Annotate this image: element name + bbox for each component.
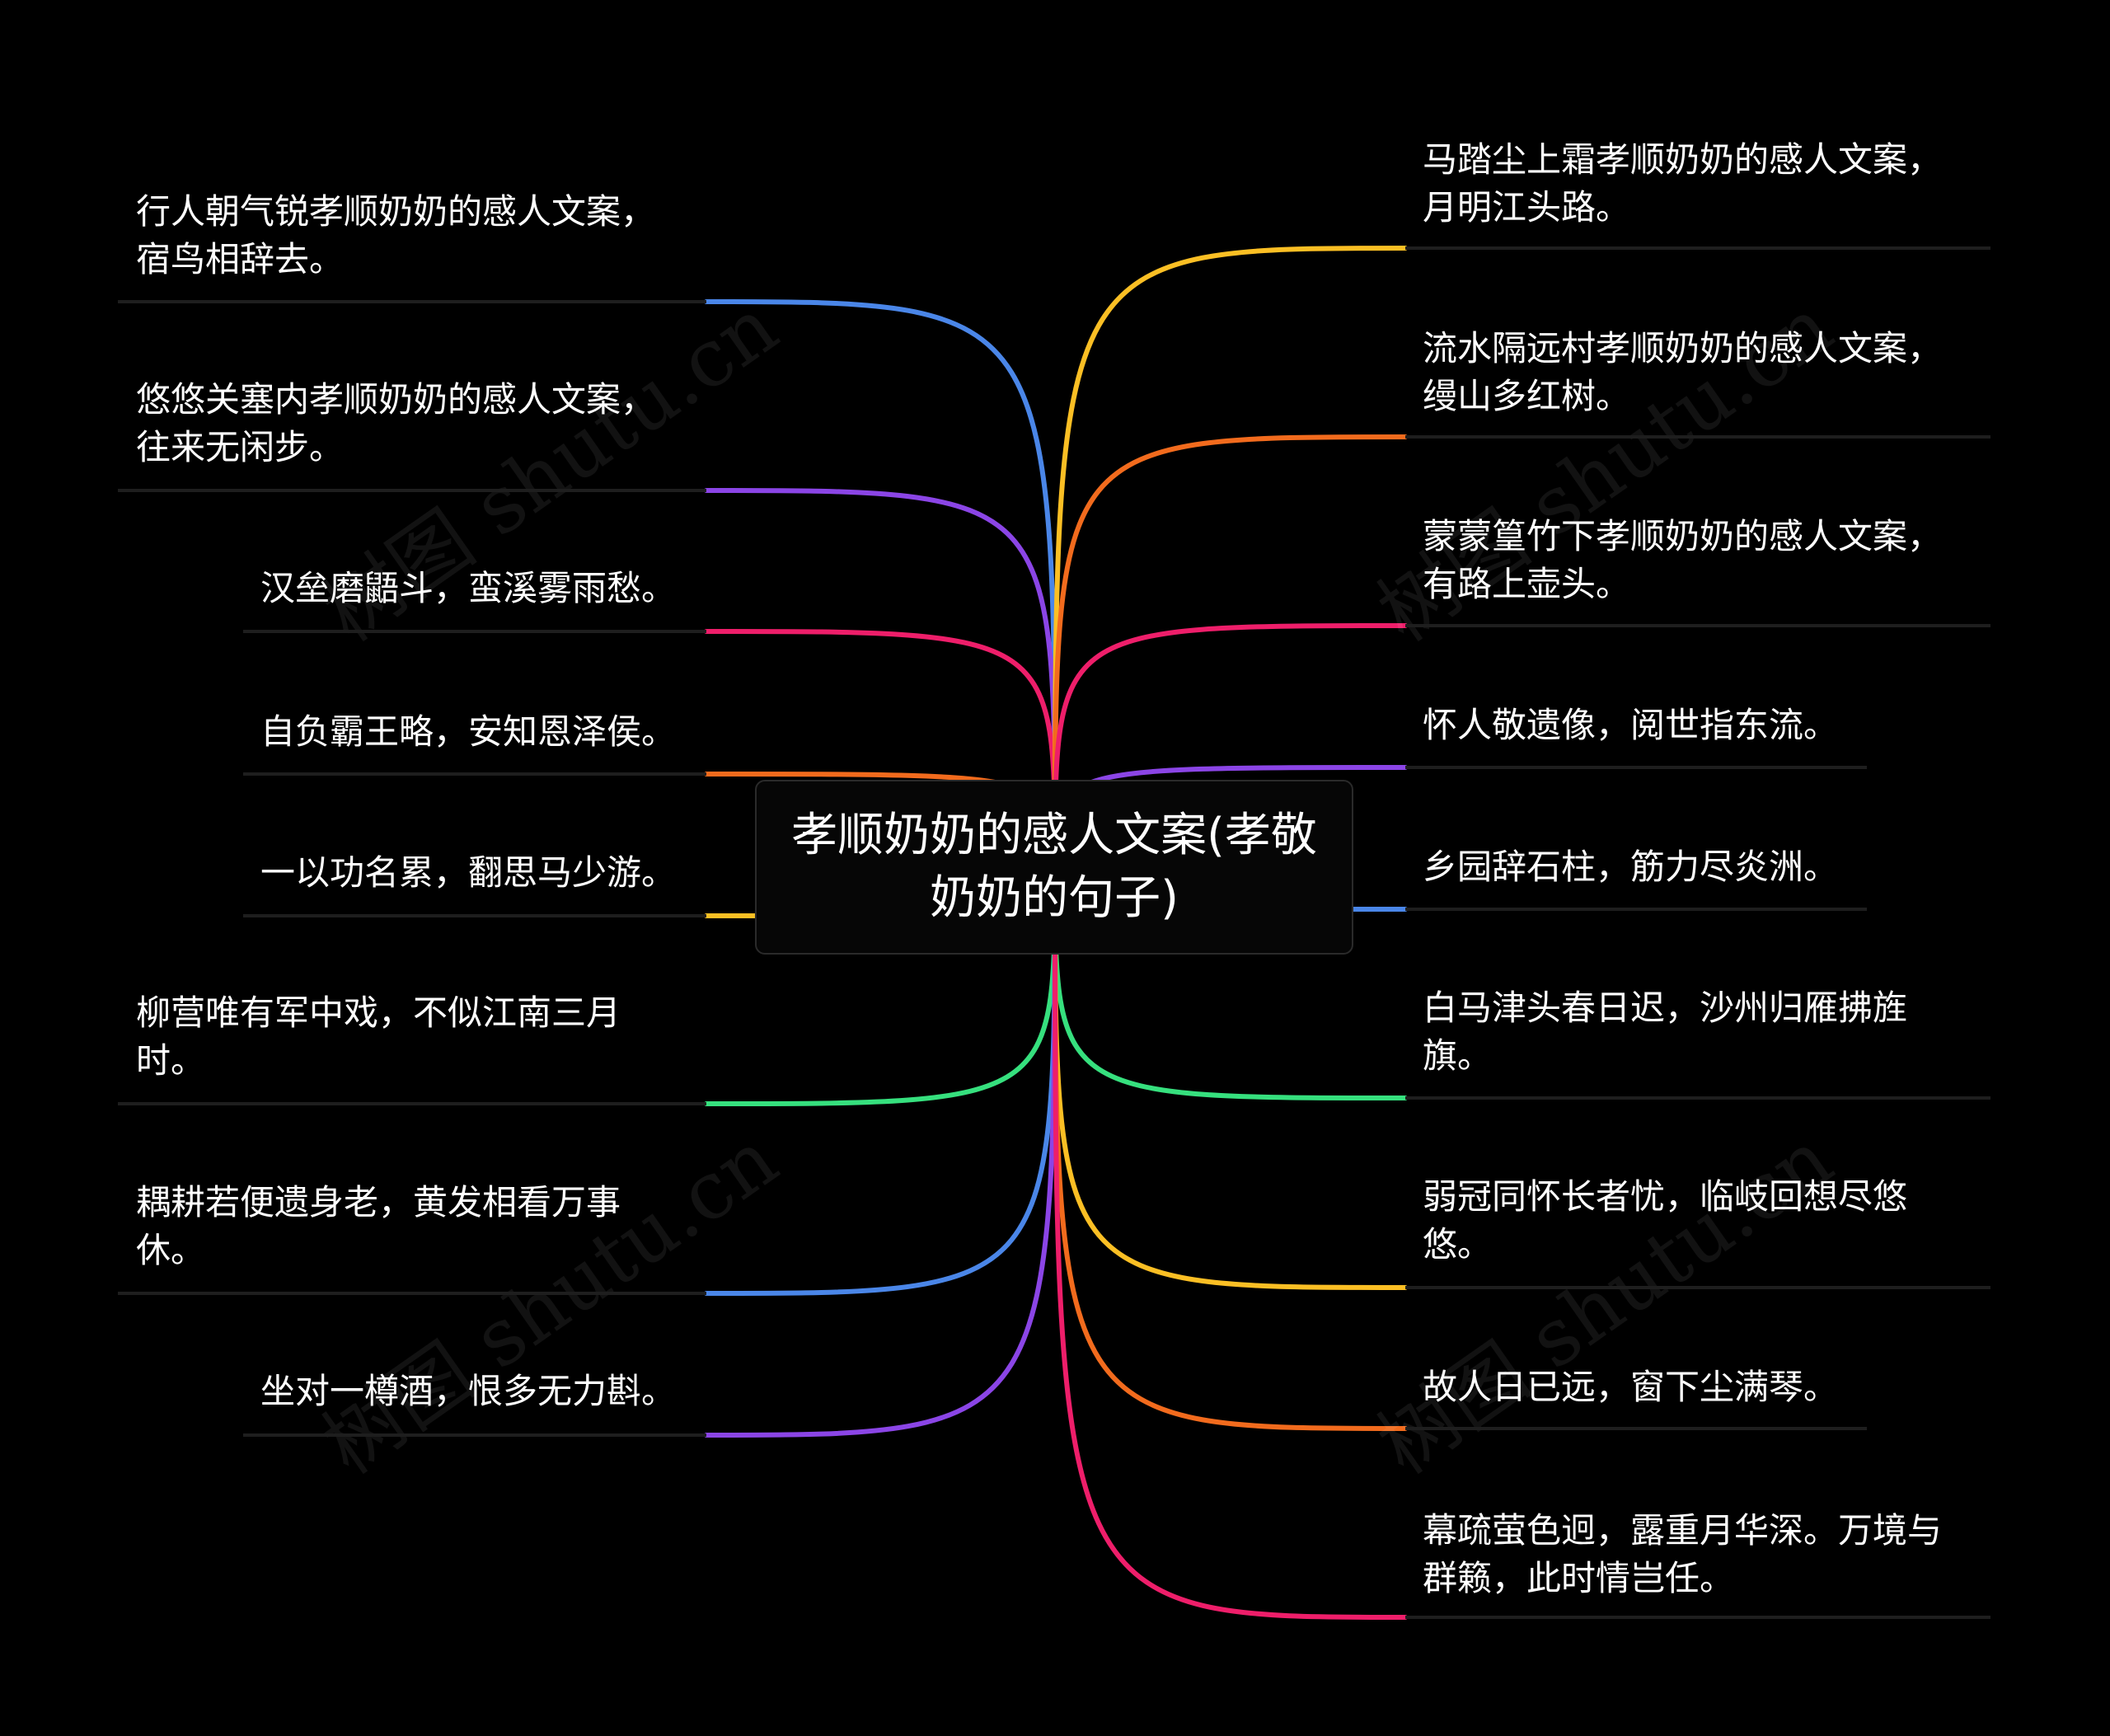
left-leaf-8[interactable]: 坐对一樽酒，恨多无力斟。 [260,1371,677,1411]
left-leaf-3[interactable]: 汉垒磨鼯斗，蛮溪雾雨愁。 [260,568,677,608]
right-connector-9 [1053,865,1408,1620]
left-leaf-underline [118,300,706,303]
right-leaf-6[interactable]: 白马津头春日迟，沙州归雁拂旌旗。 [1423,988,1908,1076]
right-leaf-underline [1405,766,1867,769]
right-leaf-2[interactable]: 流水隔远村孝顺奶奶的感人文案，缦山多红树。 [1423,328,1943,416]
right-leaf-1[interactable]: 马踏尘上霜孝顺奶奶的感人文案，月明江头路。 [1423,139,1943,228]
right-leaf-underline [1405,246,1990,250]
left-leaf-1[interactable]: 行人朝气锐孝顺奶奶的感人文案，宿鸟相辞去。 [136,191,656,279]
right-leaf-5[interactable]: 乡园辞石柱，筋力尽炎洲。 [1423,847,1839,887]
right-leaf-underline [1405,1286,1990,1289]
right-leaf-8[interactable]: 故人日已远，窗下尘满琴。 [1423,1367,1839,1407]
right-leaf-9[interactable]: 幕疏萤色迥，露重月华深。万境与群籁，此时情岂任。 [1423,1510,1943,1598]
right-leaf-3[interactable]: 蒙蒙篁竹下孝顺奶奶的感人文案，有路上壶头。 [1423,516,1943,604]
right-leaf-underline [1405,1096,1990,1100]
left-leaf-2[interactable]: 悠悠关塞内孝顺奶奶的感人文案，往来无闲步。 [136,379,656,467]
right-leaf-underline [1405,624,1990,627]
left-leaf-underline [118,489,706,492]
right-connector-3 [1053,623,1408,870]
right-leaf-7[interactable]: 弱冠同怀长者忧，临岐回想尽悠悠。 [1423,1176,1908,1264]
left-leaf-underline [243,1433,706,1437]
left-leaf-underline [118,1292,706,1295]
root-title: 孝顺奶奶的感人文案(孝敬奶奶的句子) [791,809,1317,925]
left-leaf-5[interactable]: 一以功名累，翻思马少游。 [260,852,677,893]
left-leaf-underline [118,1102,706,1105]
right-leaf-4[interactable]: 怀人敬遗像，阅世指东流。 [1423,705,1839,745]
right-leaf-underline [1405,908,1867,911]
root-node[interactable]: 孝顺奶奶的感人文案(孝敬奶奶的句子) [755,780,1353,955]
left-leaf-4[interactable]: 自负霸王略，安知恩泽侯。 [260,711,677,752]
right-leaf-underline [1405,435,1990,439]
right-leaf-underline [1405,1427,1867,1430]
left-leaf-underline [243,630,706,633]
left-leaf-7[interactable]: 耦耕若便遗身老，黄发相看万事休。 [136,1182,621,1270]
right-leaf-underline [1405,1616,1990,1619]
right-connector-2 [1053,434,1408,870]
right-connector-1 [1053,246,1408,870]
left-leaf-underline [243,914,706,917]
left-leaf-6[interactable]: 柳营唯有军中戏，不似江南三月时。 [136,992,621,1081]
left-leaf-underline [243,772,706,776]
